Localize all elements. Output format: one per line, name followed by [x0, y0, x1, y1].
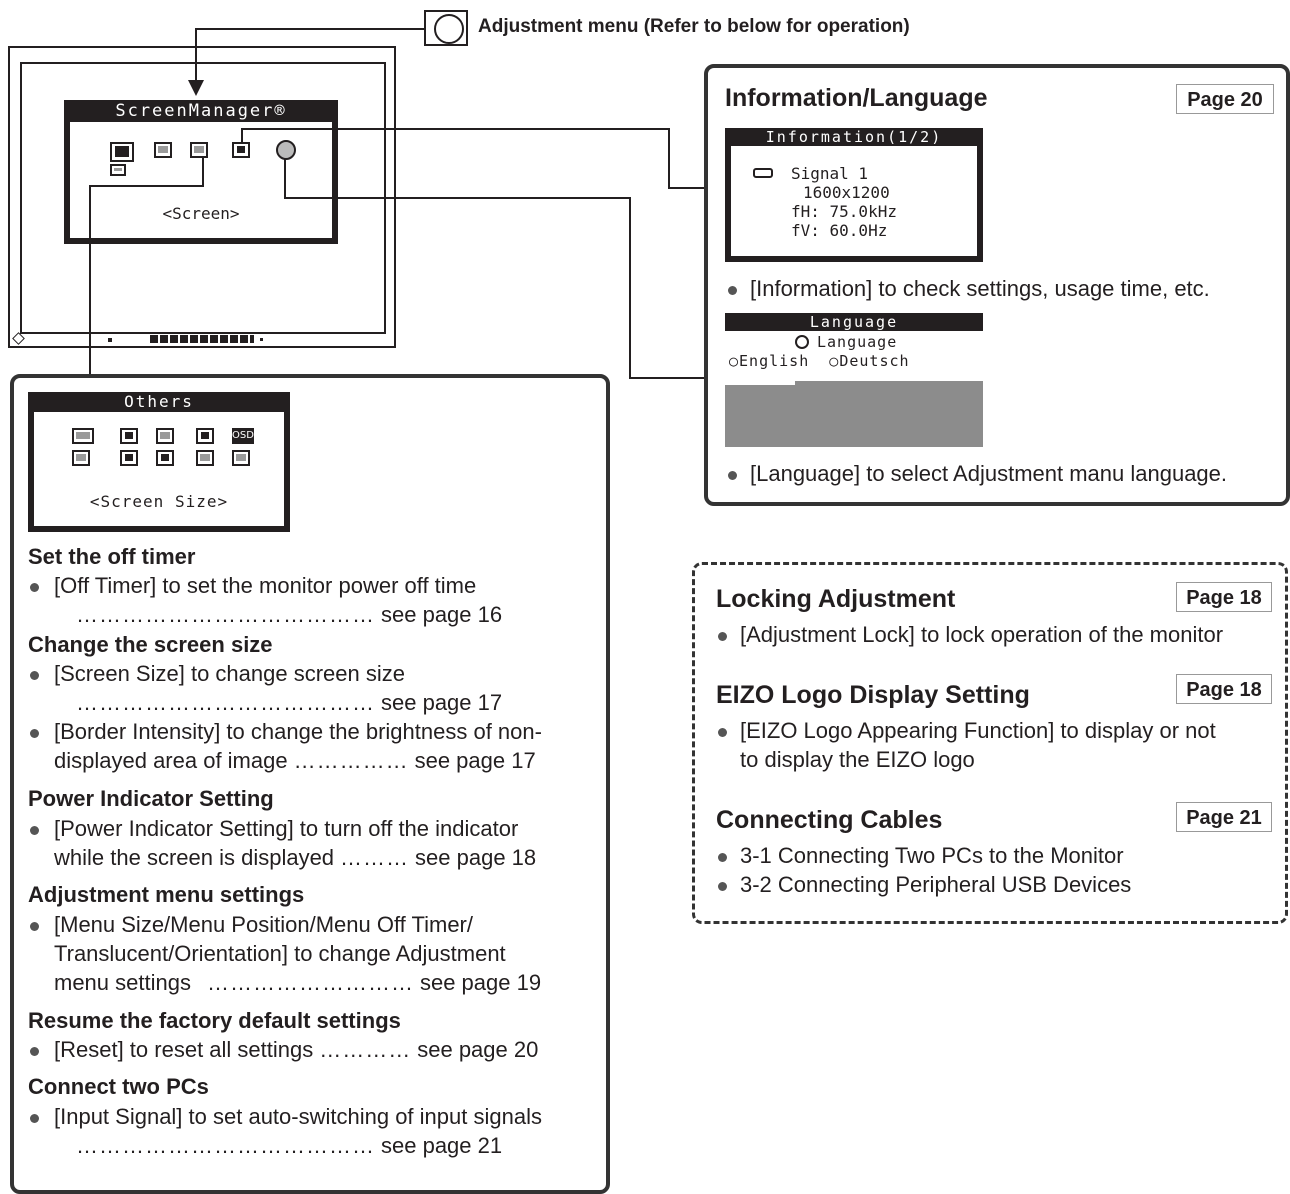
power-indicator-icon — [12, 332, 25, 345]
color-icon — [154, 142, 172, 158]
locking-heading: Locking Adjustment — [716, 585, 956, 613]
locking-page-badge: Page 18 — [1176, 582, 1272, 612]
section-heading: Change the screen size — [28, 632, 273, 657]
monitor-icon — [196, 428, 214, 444]
section-heading: Resume the factory default settings — [28, 1008, 401, 1033]
section-heading: Power Indicator Setting — [28, 786, 274, 811]
list-item: [Menu Size/Menu Position/Menu Off Timer/ — [30, 912, 473, 938]
exit-icon — [110, 164, 126, 176]
section-heading: Set the off timer — [28, 544, 196, 569]
globe-icon — [795, 335, 809, 349]
adjustment-button-icon — [424, 10, 468, 46]
others-osd: Others OSD <Screen Size> — [28, 392, 290, 532]
cables-heading: Connecting Cables — [716, 806, 943, 834]
list-item: 3-2 Connecting Peripheral USB Devices — [718, 872, 1131, 898]
screen-icon — [110, 142, 134, 162]
info-icon — [232, 142, 250, 158]
language-osd: Language Language ○English ○Deutsch — [725, 313, 983, 447]
list-item: [Power Indicator Setting] to turn off th… — [30, 816, 518, 842]
input-signal-icon — [156, 428, 174, 444]
screenmanager-osd: ScreenManager® <Screen> — [64, 100, 338, 244]
adjustment-menu-label: Adjustment menu (Refer to below for oper… — [478, 16, 910, 37]
section-heading: Connect two PCs — [28, 1074, 209, 1099]
selected-label: <Screen> — [162, 204, 240, 223]
power-indicator-icon — [120, 450, 138, 466]
osd-icon: OSD — [232, 428, 254, 444]
reset-icon — [196, 450, 214, 466]
logo-page-badge: Page 18 — [1176, 674, 1272, 704]
screen-size-icon — [72, 428, 94, 444]
list-item: [Adjustment Lock] to lock operation of t… — [718, 622, 1223, 648]
logo-heading: EIZO Logo Display Setting — [716, 681, 1030, 709]
others-icon — [190, 142, 208, 158]
logo-icon — [156, 450, 174, 466]
exit-icon — [232, 450, 250, 466]
information-osd: Information(1/2) Signal 1 1600x1200 fH: … — [725, 128, 983, 262]
list-item: [EIZO Logo Appearing Function] to displa… — [718, 718, 1216, 744]
section-heading: Adjustment menu settings — [28, 882, 305, 907]
control-buttons — [150, 335, 254, 343]
off-timer-icon — [72, 450, 90, 466]
list-item: [Off Timer] to set the monitor power off… — [30, 573, 476, 599]
globe-icon — [276, 140, 296, 160]
info-heading: Information/Language — [725, 84, 988, 112]
info-page-badge: Page 20 — [1176, 84, 1274, 114]
arrow-down-icon — [188, 80, 204, 96]
list-item: 3-1 Connecting Two PCs to the Monitor — [718, 843, 1124, 869]
list-item: [Input Signal] to set auto-switching of … — [30, 1104, 542, 1130]
signal-icon — [753, 168, 773, 178]
info-bullet: [Information] to check settings, usage t… — [728, 276, 1210, 302]
language-bullet: [Language] to select Adjustment manu lan… — [728, 461, 1227, 487]
osd-title: ScreenManager® — [70, 100, 332, 122]
related-settings-panel — [692, 562, 1288, 924]
list-item: [Reset] to reset all settings…………see pag… — [30, 1037, 538, 1063]
list-item: [Border Intensity] to change the brightn… — [30, 719, 542, 745]
list-item: [Screen Size] to change screen size — [30, 661, 405, 687]
border-icon — [120, 428, 138, 444]
cables-page-badge: Page 21 — [1176, 802, 1272, 832]
